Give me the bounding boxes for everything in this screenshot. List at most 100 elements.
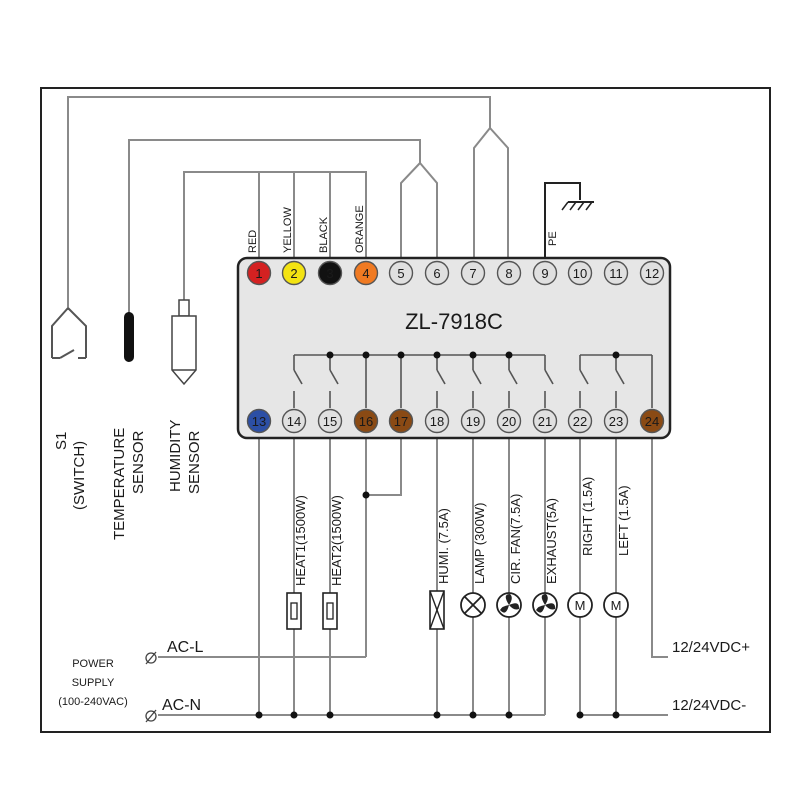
bottom-terminal-number-18: 18: [430, 414, 444, 429]
power-supply-title-line2: SUPPLY: [72, 677, 115, 689]
bottom-terminal-number-24: 24: [645, 414, 659, 429]
top-terminal-9: [532, 260, 558, 286]
wire-label-yellow: YELLOW: [282, 207, 294, 253]
fan-icon: [496, 592, 522, 618]
junction-dots: [255, 491, 620, 719]
load-label-cir-fan: CIR. FAN(7.5A): [508, 494, 523, 584]
ac-n-label: AC-N: [162, 697, 201, 714]
heater-icon: [322, 592, 338, 630]
bottom-terminal-number-15: 15: [323, 414, 337, 429]
power-supply-title-line3: (100-240VAC): [58, 696, 128, 708]
top-terminal-10: [567, 260, 593, 286]
top-terminal-number-8: 8: [505, 266, 512, 281]
top-terminal-number-12: 12: [645, 266, 659, 281]
bottom-terminal-16: [353, 408, 379, 434]
top-terminal-number-3: 3: [326, 266, 333, 281]
ac-l-terminal-icon: [145, 651, 157, 665]
load-label-exhaust: EXHAUST(5A): [544, 498, 559, 584]
top-terminal-number-4: 4: [362, 266, 369, 281]
load-wiring: [158, 436, 668, 716]
top-terminal-11: [603, 260, 629, 286]
controller-body: [236, 256, 672, 440]
top-terminal-6: [424, 260, 450, 286]
bottom-terminal-row: 13 14 15 16 17 18 19 20 21 22 23 24: [246, 408, 665, 434]
sensor-wiring: [67, 96, 581, 314]
top-terminal-4: [353, 260, 379, 286]
bottom-terminal-number-20: 20: [502, 414, 516, 429]
load-label-left: LEFT (1.5A): [616, 485, 631, 556]
humidifier-icon: [429, 590, 445, 630]
ac-n-terminal-icon: [145, 709, 157, 723]
load-label-lamp: LAMP (300W): [472, 503, 487, 584]
temperature-label-line2: SENSOR: [130, 430, 147, 494]
bottom-terminal-number-13: 13: [252, 414, 266, 429]
bottom-terminal-24: [639, 408, 665, 434]
ground-icon: [561, 201, 594, 211]
temperature-probe-icon: [124, 312, 134, 362]
motor-icon: M: [603, 592, 629, 618]
top-terminal-7: [460, 260, 486, 286]
controller-model: ZL-7918C: [405, 309, 503, 334]
dc-minus-label: 12/24VDC-: [672, 697, 746, 714]
humidity-label-line2: SENSOR: [186, 430, 203, 494]
load-label-heat2: HEAT2(1500W): [329, 495, 344, 586]
top-terminal-5: [388, 260, 414, 286]
top-terminal-number-6: 6: [433, 266, 440, 281]
top-terminal-number-2: 2: [290, 266, 297, 281]
top-terminal-1: [246, 260, 272, 286]
top-terminal-3: [317, 260, 343, 286]
wire-label-black: BLACK: [318, 216, 330, 253]
bottom-terminal-22: [567, 408, 593, 434]
wire-label-orange: ORANGE: [354, 205, 366, 253]
bottom-terminal-19: [460, 408, 486, 434]
bottom-terminal-20: [496, 408, 522, 434]
top-terminal-12: [639, 260, 665, 286]
humidity-label-line1: HUMIDITY: [167, 420, 184, 493]
dc-plus-label: 12/24VDC+: [672, 639, 750, 656]
bottom-terminal-17: [388, 408, 414, 434]
top-terminal-number-11: 11: [609, 266, 623, 281]
bottom-terminal-number-16: 16: [359, 414, 373, 429]
top-terminal-number-1: 1: [255, 266, 262, 281]
switch-label-line2: (SWITCH): [71, 441, 88, 510]
bottom-terminal-number-23: 23: [609, 414, 623, 429]
top-terminal-2: [281, 260, 307, 286]
switch-icon: [51, 307, 87, 359]
svg-text:M: M: [611, 598, 622, 613]
bottom-terminal-23: [603, 408, 629, 434]
wire-label-red: RED: [247, 230, 259, 253]
top-terminal-number-5: 5: [397, 266, 404, 281]
top-terminal-number-9: 9: [541, 266, 548, 281]
bottom-terminal-number-22: 22: [573, 414, 587, 429]
relay-contacts: [293, 354, 653, 408]
pe-label: PE: [547, 231, 559, 246]
top-terminal-number-7: 7: [469, 266, 476, 281]
motor-icon: M: [567, 592, 593, 618]
fan-icon: [532, 592, 558, 618]
humidity-probe-icon: [171, 299, 197, 386]
bottom-terminal-14: [281, 408, 307, 434]
top-terminal-number-10: 10: [573, 266, 587, 281]
heater-icon: [286, 592, 302, 630]
bottom-terminal-15: [317, 408, 343, 434]
lamp-icon: [460, 592, 486, 618]
load-label-humi: HUMI. (7.5A): [436, 508, 451, 584]
bottom-terminal-18: [424, 408, 450, 434]
bottom-terminal-number-21: 21: [538, 414, 552, 429]
bottom-terminal-number-17: 17: [394, 414, 408, 429]
bottom-terminal-13: [246, 408, 272, 434]
diagram-frame: [40, 87, 771, 733]
bottom-terminal-number-19: 19: [466, 414, 480, 429]
load-label-right: RIGHT (1.5A): [580, 477, 595, 556]
svg-text:M: M: [575, 598, 586, 613]
relay-junction-dots: [326, 351, 620, 359]
top-terminal-8: [496, 260, 522, 286]
temperature-label-line1: TEMPERATURE: [111, 428, 128, 540]
load-label-heat1: HEAT1(1500W): [293, 495, 308, 586]
bottom-terminal-number-14: 14: [287, 414, 301, 429]
power-supply-title-line1: POWER: [72, 658, 114, 670]
bottom-terminal-21: [532, 408, 558, 434]
switch-label-line1: S1: [53, 432, 70, 450]
